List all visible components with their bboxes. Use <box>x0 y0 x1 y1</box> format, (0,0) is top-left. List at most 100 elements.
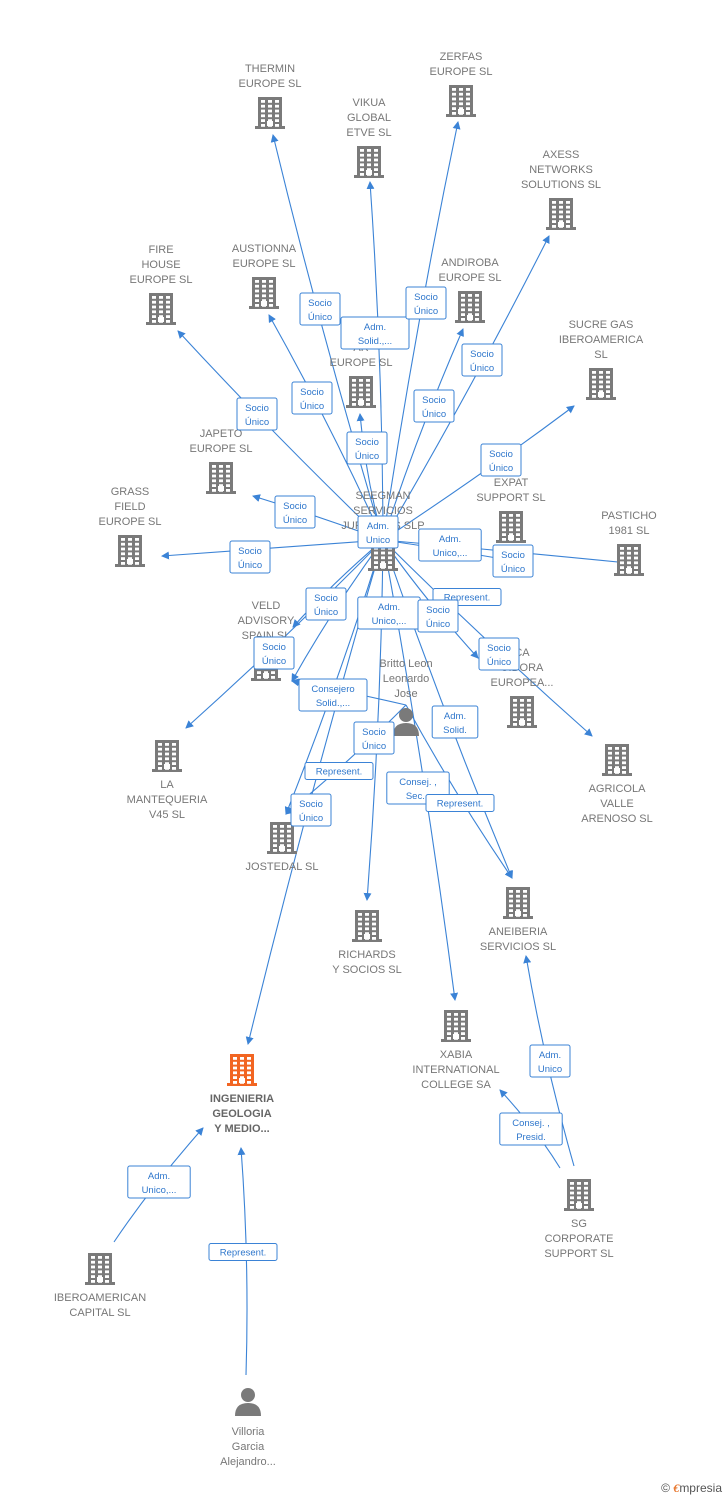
building-base <box>227 1083 257 1086</box>
building-window <box>454 1032 458 1035</box>
relation-label-r16[interactable]: Adm.Unico,... <box>357 596 421 630</box>
relation-label-r26[interactable]: Represent. <box>425 794 495 812</box>
building-window <box>275 119 279 122</box>
building-window <box>273 839 277 843</box>
relation-label-r29[interactable]: Consej. ,Presid. <box>499 1112 563 1146</box>
node-label: FIELD <box>114 501 145 513</box>
node-jostedal[interactable]: JOSTEDAL SL <box>246 822 319 873</box>
building-window <box>459 88 463 91</box>
relation-label-r12[interactable]: Adm.Unico <box>357 515 399 549</box>
node-label: SOLUTIONS SL <box>521 179 601 191</box>
building-window <box>105 1256 109 1259</box>
building-window <box>516 894 520 898</box>
node-label: SERVICIOS <box>353 505 413 517</box>
building-window <box>172 747 176 751</box>
node-ar[interactable]: AREUROPE SL <box>330 342 393 408</box>
building-window <box>615 751 619 755</box>
relation-label-r28[interactable]: Adm.Unico <box>529 1044 571 1078</box>
building-window <box>466 112 470 115</box>
relation-label-r30[interactable]: Adm.Unico,... <box>127 1165 191 1199</box>
building-window <box>527 713 531 717</box>
building-window <box>261 109 265 113</box>
building-window <box>523 899 527 903</box>
building-window <box>374 158 378 162</box>
building-window <box>509 514 513 517</box>
building-window <box>240 1066 244 1070</box>
relation-edge <box>237 1147 248 1376</box>
relation-label-r2[interactable]: Adm.Solid.,... <box>340 316 410 350</box>
relation-label-r24[interactable]: Represent. <box>304 762 374 780</box>
brand-mark[interactable]: © €mpresia <box>661 1481 722 1496</box>
relation-text: Unico <box>366 535 390 546</box>
building-window <box>620 547 624 550</box>
building-window <box>226 484 230 487</box>
building-window <box>165 752 169 756</box>
building-window <box>359 383 363 387</box>
building-window <box>608 761 612 765</box>
person-head <box>399 708 413 722</box>
building-window <box>461 1022 465 1026</box>
node-label: GLOBAL <box>347 112 391 124</box>
building-window <box>584 1201 588 1204</box>
building-window <box>599 385 603 389</box>
building-window <box>516 533 520 536</box>
node-expat[interactable]: PEEXPATSUPPORT SL <box>476 462 546 543</box>
relation-text: Adm. <box>444 711 466 722</box>
relation-label-r31[interactable]: Represent. <box>208 1243 278 1261</box>
relation-text: Único <box>300 401 324 412</box>
node-label: THERMIN <box>245 63 295 75</box>
building-window <box>247 1066 251 1070</box>
relation-label-r22[interactable]: Adm.Solid. <box>431 705 479 739</box>
relation-box <box>298 678 368 712</box>
node-villoria[interactable]: VilloriaGarciaAlejandro... <box>220 1388 276 1468</box>
node-label: SG <box>571 1218 587 1230</box>
building-window <box>212 465 216 468</box>
building-window <box>509 528 513 532</box>
relation-label-r13[interactable]: Adm.Unico,... <box>418 528 482 562</box>
building-door <box>127 559 133 564</box>
building-window <box>381 551 385 555</box>
building-window <box>516 909 520 912</box>
building-window <box>552 201 556 204</box>
building-window <box>374 153 378 157</box>
relation-edge <box>363 539 384 901</box>
relation-label-r21[interactable]: ConsejeroSolid.,... <box>298 678 368 712</box>
